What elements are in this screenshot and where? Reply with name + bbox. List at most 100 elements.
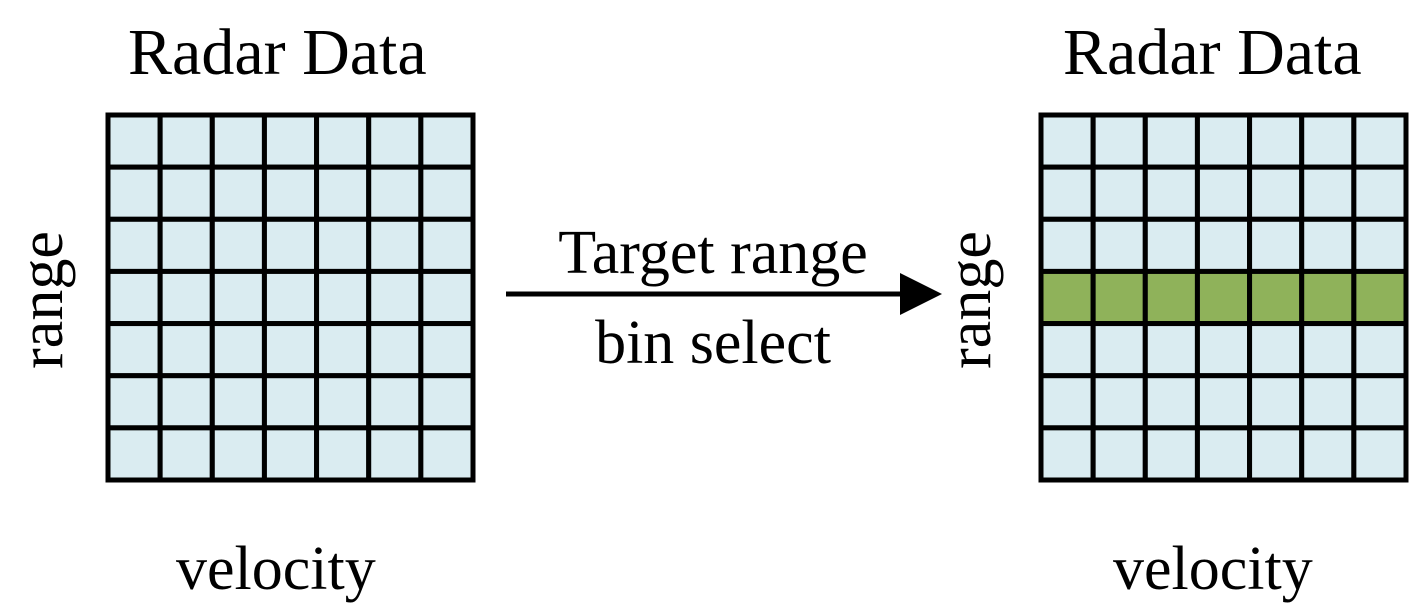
right-grid-cell xyxy=(1247,321,1305,379)
right-panel-title: Radar Data xyxy=(1063,16,1362,89)
arrow-head xyxy=(900,273,942,315)
left-grid-cell xyxy=(157,321,215,379)
left-grid-cell xyxy=(314,373,372,431)
left-grid-cell xyxy=(261,268,320,327)
right-grid-cell xyxy=(1038,321,1096,379)
right-grid-cell xyxy=(1142,164,1200,222)
right-grid-cell xyxy=(1351,112,1409,170)
right-grid-cell xyxy=(1299,164,1357,222)
right-grid-cell xyxy=(1142,321,1200,379)
left-grid-cell xyxy=(418,216,476,274)
left-grid-cell xyxy=(418,425,476,483)
left-grid-cell xyxy=(105,164,163,222)
left-grid-cell xyxy=(418,164,476,222)
left-velocity-label: velocity xyxy=(176,535,376,603)
left-grid-cell xyxy=(209,425,267,483)
left-grid-cell xyxy=(157,268,215,327)
right-grid-cell xyxy=(1351,164,1409,222)
right-grid-cell xyxy=(1038,112,1096,170)
left-grid-cell xyxy=(314,321,372,379)
right-grid-highlighted-cell xyxy=(1090,268,1148,327)
right-grid-cell xyxy=(1351,216,1409,274)
right-grid-cell xyxy=(1299,216,1357,274)
right-grid-cell xyxy=(1299,373,1357,431)
right-grid-highlighted-cell xyxy=(1194,268,1253,327)
left-grid-cell xyxy=(105,268,163,327)
right-grid-cell xyxy=(1247,164,1305,222)
left-grid-cell xyxy=(105,321,163,379)
left-grid-cell xyxy=(418,373,476,431)
left-panel-title: Radar Data xyxy=(128,16,427,89)
right-grid-cell xyxy=(1299,425,1357,483)
left-grid-cell xyxy=(157,425,215,483)
left-grid-cell xyxy=(209,268,267,327)
right-grid-cell xyxy=(1090,112,1148,170)
left-grid-cell xyxy=(261,321,320,379)
right-grid-highlighted-cell xyxy=(1142,268,1200,327)
right-grid-cell xyxy=(1351,425,1409,483)
right-grid-highlighted-cell xyxy=(1247,268,1305,327)
left-grid-cell xyxy=(157,112,215,170)
left-grid-cell xyxy=(418,268,476,327)
select-arrow xyxy=(506,273,942,315)
right-grid-cell xyxy=(1142,216,1200,274)
right-grid-cell xyxy=(1142,112,1200,170)
left-grid-cell xyxy=(261,425,320,483)
left-grid-cell xyxy=(157,216,215,274)
left-grid-cell xyxy=(418,321,476,379)
left-grid-cell xyxy=(366,164,424,222)
left-grid-cell xyxy=(366,112,424,170)
left-grid-cell xyxy=(314,425,372,483)
right-grid-cell xyxy=(1038,216,1096,274)
right-velocity-label: velocity xyxy=(1113,535,1313,603)
left-radar-grid xyxy=(105,112,476,483)
arrow-label-line2: bin select xyxy=(595,309,831,377)
left-range-label: range xyxy=(7,231,76,369)
right-grid-cell xyxy=(1038,425,1096,483)
right-grid-cell xyxy=(1247,425,1305,483)
left-grid-cell xyxy=(366,268,424,327)
left-grid-cell xyxy=(314,112,372,170)
left-grid-cell xyxy=(105,216,163,274)
right-grid-cell xyxy=(1090,373,1148,431)
right-grid-cell xyxy=(1194,164,1253,222)
right-grid-highlighted-cell xyxy=(1299,268,1357,327)
left-grid-cell xyxy=(366,425,424,483)
right-grid-cell xyxy=(1299,321,1357,379)
left-grid-cell xyxy=(314,216,372,274)
right-grid-cell xyxy=(1090,216,1148,274)
left-grid-cell xyxy=(366,216,424,274)
left-grid-cell xyxy=(105,112,163,170)
arrow-label-line1: Target range xyxy=(558,219,868,287)
right-range-label: range xyxy=(935,231,1004,369)
right-grid-cell xyxy=(1194,112,1253,170)
right-grid-cell xyxy=(1351,373,1409,431)
left-grid-cell xyxy=(261,164,320,222)
left-grid-cell xyxy=(105,373,163,431)
left-grid-cell xyxy=(261,112,320,170)
right-grid-cell xyxy=(1038,164,1096,222)
left-grid-cell xyxy=(209,112,267,170)
right-grid-cell xyxy=(1247,373,1305,431)
right-radar-grid xyxy=(1038,112,1409,483)
right-grid-cell xyxy=(1247,216,1305,274)
left-grid-cell xyxy=(418,112,476,170)
right-grid-highlighted-cell xyxy=(1038,268,1096,327)
left-grid-cell xyxy=(261,216,320,274)
right-grid-cell xyxy=(1142,425,1200,483)
left-grid-cell xyxy=(366,321,424,379)
left-grid-cell xyxy=(209,216,267,274)
left-grid-cell xyxy=(105,425,163,483)
right-grid-cell xyxy=(1142,373,1200,431)
right-grid-highlighted-cell xyxy=(1351,268,1409,327)
left-grid-cell xyxy=(261,373,320,431)
left-grid-cell xyxy=(157,373,215,431)
left-grid-cell xyxy=(314,164,372,222)
left-grid-cell xyxy=(314,268,372,327)
right-grid-cell xyxy=(1194,373,1253,431)
right-grid-cell xyxy=(1351,321,1409,379)
left-grid-cell xyxy=(209,164,267,222)
right-grid-cell xyxy=(1194,321,1253,379)
right-grid-cell xyxy=(1090,425,1148,483)
